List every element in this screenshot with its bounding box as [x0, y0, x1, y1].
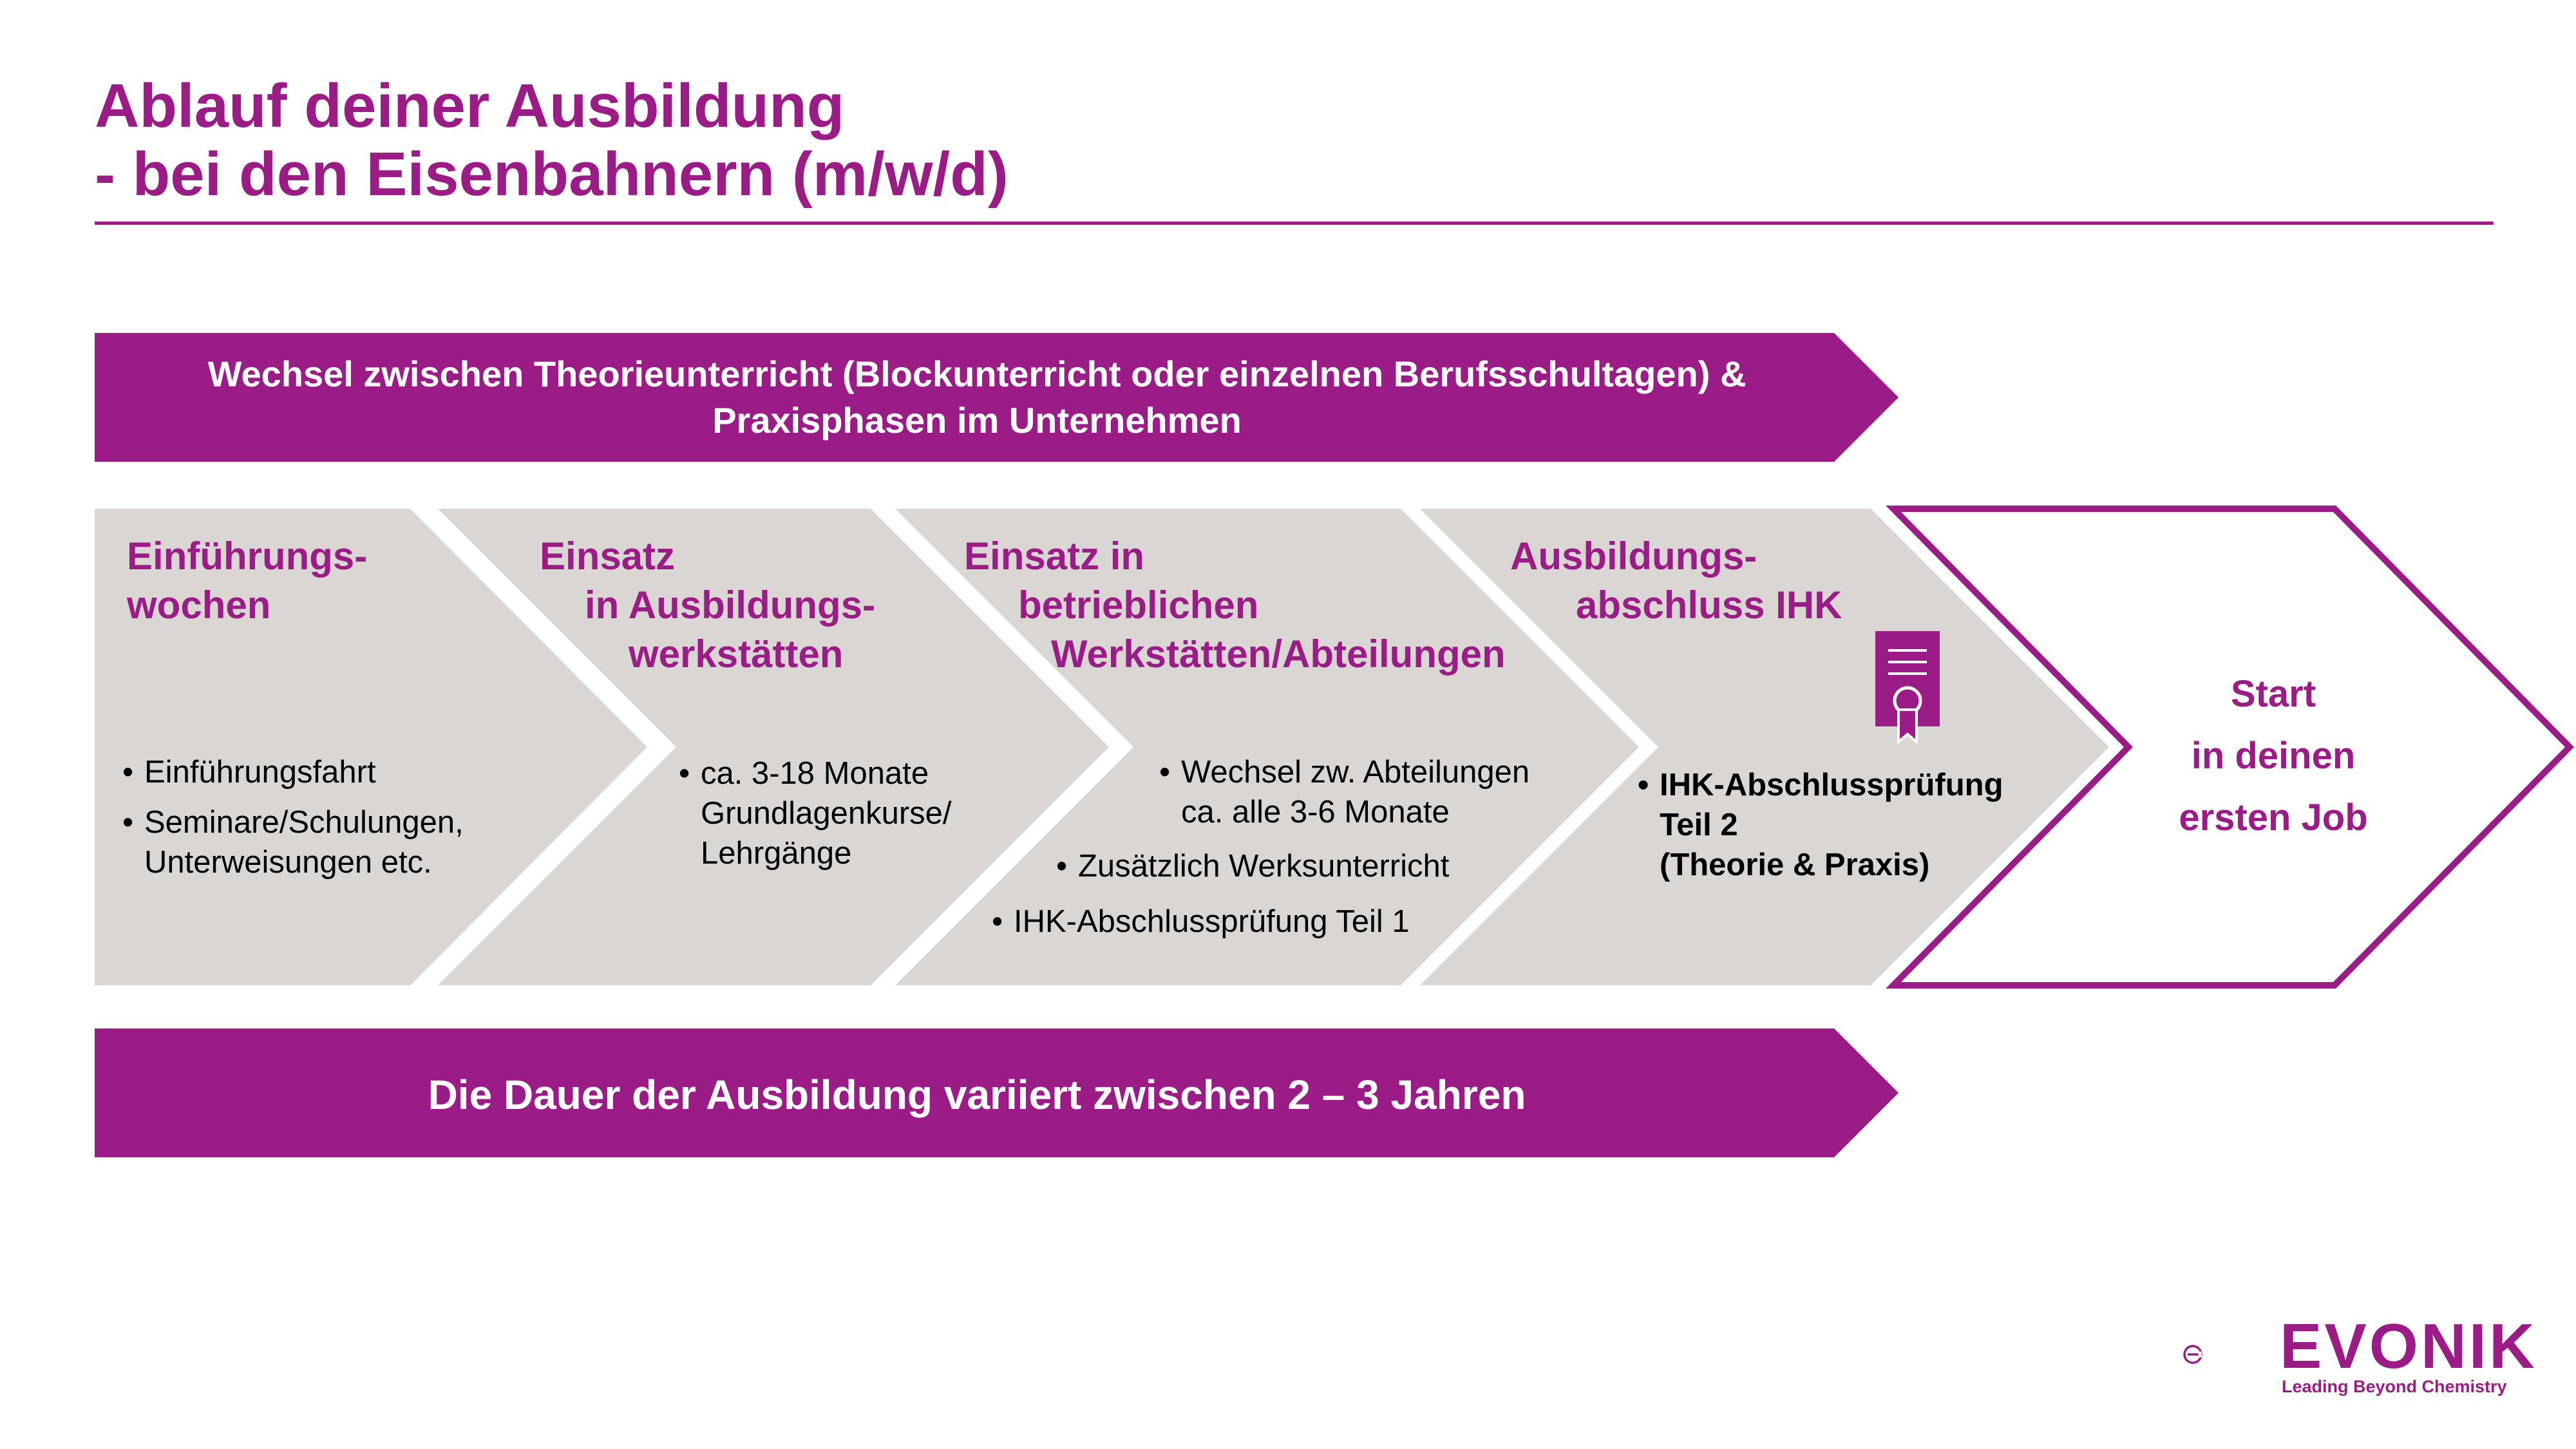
step-1-bullets: Einführungsfahrt Seminare/Schulungen, Un…: [122, 752, 464, 882]
evonik-logo: [2183, 1345, 2202, 1364]
certificate-icon: [1875, 631, 1940, 745]
final-step-line: ersten Job: [2179, 797, 2368, 838]
step-2-bullets: ca. 3-18 Monate Grundlagenkurse/ Lehrgän…: [679, 753, 952, 873]
banner-top-arrow: [95, 333, 1899, 462]
logo-wordmark: EVONIK: [2280, 1311, 2537, 1381]
bullet-text: (Theorie & Praxis): [1660, 848, 1930, 882]
step-4-bullets: IHK-Abschlussprüfung Teil 2 (Theorie & P…: [1638, 765, 2003, 885]
bullet-text: ca. 3-18 Monate: [701, 756, 929, 791]
page-title-line-1: Ablauf deiner Ausbildung: [95, 71, 845, 140]
bullet-text: IHK-Abschlussprüfung: [1660, 768, 2003, 802]
final-step-text: Start in deinen ersten Job: [2125, 663, 2421, 849]
step-2-title-line: werkstätten: [629, 632, 844, 676]
step-1-title-line: Einführungs-: [127, 535, 368, 578]
logo-tagline: Leading Beyond Chemistry: [2282, 1377, 2507, 1396]
step-1-title-line: wochen: [127, 583, 271, 627]
bullet-text: Seminare/Schulungen,: [144, 805, 464, 840]
final-step-line: Start: [2230, 673, 2316, 715]
step-2-title-line: in Ausbildungs-: [585, 583, 876, 627]
step-3-title-line: Werkstätten/Abteilungen: [1051, 632, 1506, 676]
bullet-text: Zusätzlich Werksunterricht: [1078, 849, 1450, 884]
banner-bottom-arrow: [95, 1028, 1899, 1157]
banner-bottom-text: Die Dauer der Ausbildung variiert zwisch…: [428, 1072, 1526, 1118]
title-divider: [95, 222, 2494, 225]
step-2-title: Einsatz in Ausbildungs- werkstätten: [540, 532, 875, 679]
banner-top-text: Wechsel zwischen Theorieunterricht (Bloc…: [95, 351, 1859, 444]
bullet-text: Einführungsfahrt: [144, 755, 376, 790]
page-title-line-2: - bei den Eisenbahnern (m/w/d): [95, 140, 1009, 209]
list-item: Seminare/Schulungen, Unterweisungen etc.: [122, 802, 464, 882]
bullet-text: Unterweisungen etc.: [144, 845, 432, 880]
step-4-title-line: Ausbildungs-: [1510, 535, 1757, 578]
list-item: IHK-Abschlussprüfung Teil 1: [992, 902, 1410, 942]
bullet-text: ca. alle 3-6 Monate: [1181, 795, 1450, 829]
list-item: Wechsel zw. Abteilungen ca. alle 3-6 Mon…: [1159, 752, 1530, 832]
step-4-title-line: abschluss IHK: [1576, 583, 1842, 627]
list-item: ca. 3-18 Monate Grundlagenkurse/ Lehrgän…: [679, 753, 952, 873]
step-3-title-line: Einsatz in: [964, 535, 1145, 578]
bullet-text: Teil 2: [1660, 808, 1738, 842]
step-1-title: Einführungs- wochen: [127, 532, 367, 630]
step-4-title: Ausbildungs- abschluss IHK: [1510, 532, 1842, 630]
step-3-title-line: betrieblichen: [1018, 583, 1259, 627]
list-item: Einführungsfahrt: [122, 752, 464, 792]
step-3-title: Einsatz in betrieblichen Werkstätten/Abt…: [964, 532, 1506, 679]
page-title: Ablauf deiner Ausbildung - bei den Eisen…: [95, 72, 1009, 209]
list-item: Zusätzlich Werksunterricht: [1056, 846, 1449, 886]
chevron-final-step: [1886, 506, 2575, 989]
bullet-text: Wechsel zw. Abteilungen: [1181, 755, 1530, 790]
bullet-text: IHK-Abschlussprüfung Teil 1: [1014, 904, 1410, 939]
step-2-title-line: Einsatz: [540, 535, 676, 578]
bullet-text: Grundlagenkurse/: [701, 796, 952, 831]
list-item: IHK-Abschlussprüfung Teil 2 (Theorie & P…: [1638, 765, 2003, 885]
final-step-line: in deinen: [2191, 735, 2356, 777]
banner-top-line-1: Wechsel zwischen Theorieunterricht (Bloc…: [207, 354, 1747, 394]
bullet-text: Lehrgänge: [701, 836, 852, 871]
banner-top-line-2: Praxisphasen im Unternehmen: [712, 400, 1242, 440]
